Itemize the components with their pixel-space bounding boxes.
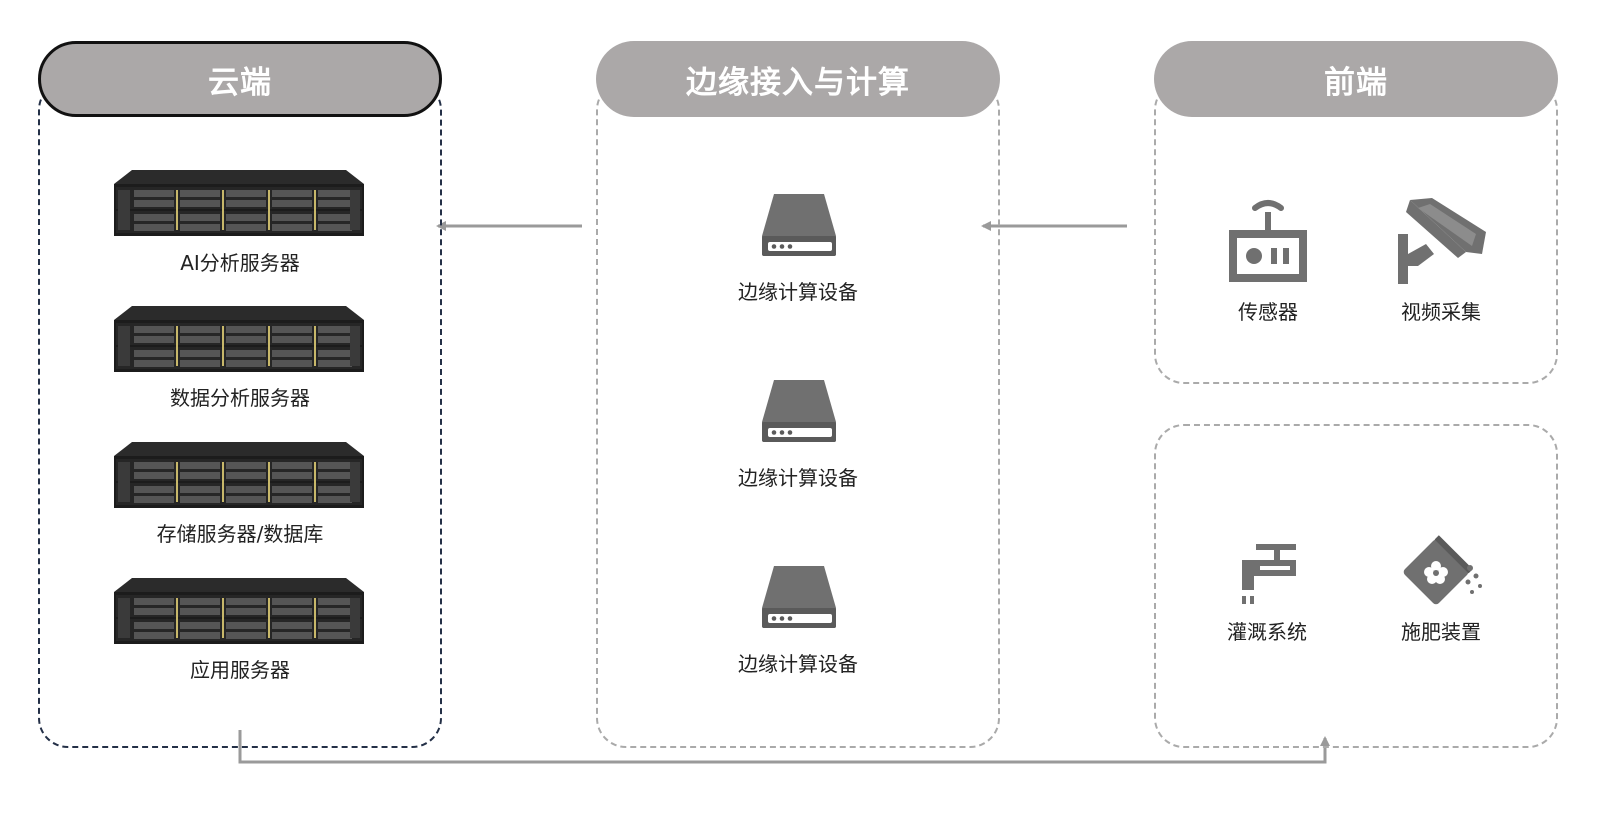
fertilizer-bag-icon (1403, 535, 1482, 605)
water-faucet-icon (1242, 544, 1296, 604)
server-label-data-analysis: 数据分析服务器 (170, 386, 310, 410)
rack-server-image (114, 170, 364, 236)
server-label-storage: 存储服务器/数据库 (156, 522, 324, 546)
fertilizer-label: 施肥装置 (1401, 620, 1481, 644)
server-label-ai: AI分析服务器 (180, 251, 300, 275)
front-actuator-panel (1154, 424, 1558, 748)
edge-device-label: 边缘计算设备 (738, 652, 858, 676)
rack-server-image (114, 442, 364, 508)
irrigation-label: 灌溉系统 (1227, 620, 1307, 644)
edge-header: 边缘接入与计算 (596, 41, 1000, 117)
video-capture-label: 视频采集 (1401, 300, 1481, 324)
server-label-app: 应用服务器 (190, 658, 290, 682)
edge-device-label: 边缘计算设备 (738, 466, 858, 490)
edge-device-icon (762, 380, 836, 442)
edge-device-label: 边缘计算设备 (738, 280, 858, 304)
front-sensing-panel (1154, 80, 1558, 384)
rack-server-image (114, 306, 364, 372)
sensor-label: 传感器 (1238, 300, 1298, 324)
front-header: 前端 (1154, 41, 1558, 117)
remote-sensor-icon (1229, 200, 1307, 282)
edge-device-icon (762, 194, 836, 256)
rack-server-image (114, 578, 364, 644)
cctv-camera-icon (1398, 198, 1486, 284)
cloud-header: 云端 (38, 41, 442, 117)
edge-device-icon (762, 566, 836, 628)
